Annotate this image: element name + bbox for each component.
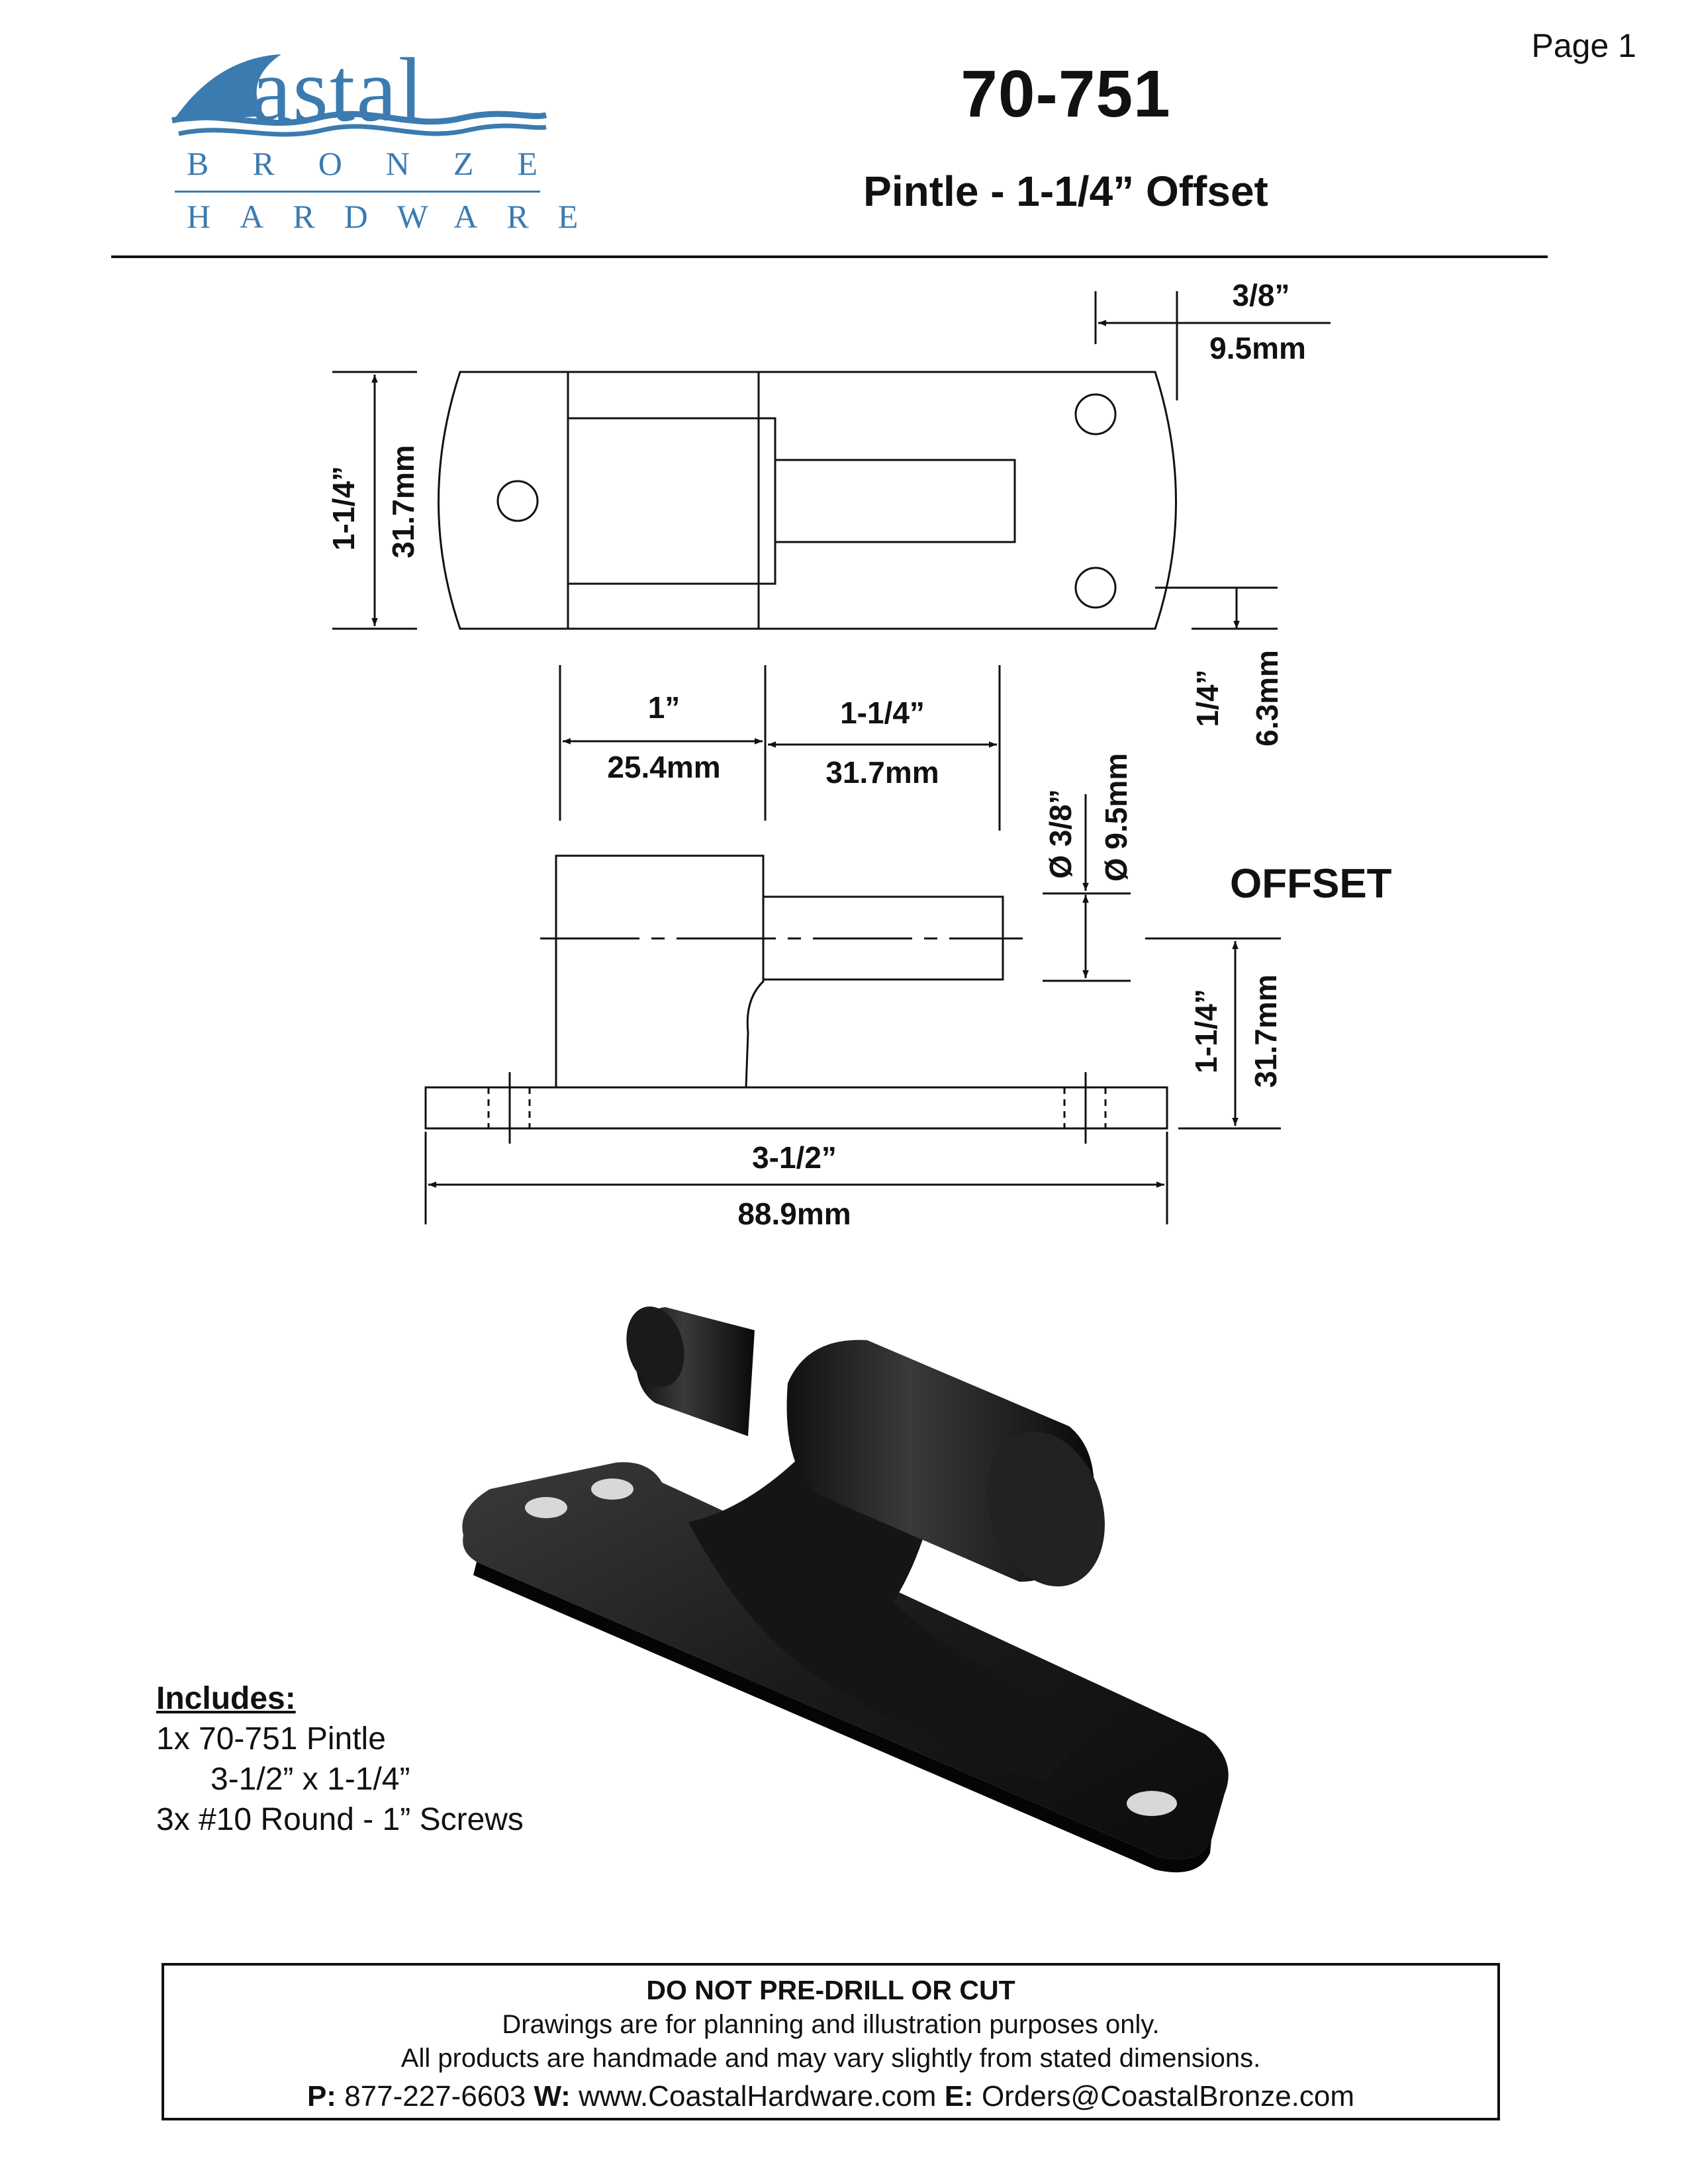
website-link[interactable]: www.CoastalHardware.com	[579, 2080, 937, 2113]
dim-top-hole-in: 3/8”	[1233, 278, 1290, 312]
plate-top-view	[438, 371, 1177, 630]
includes-item-size: 3-1/2” x 1-1/4”	[211, 1762, 410, 1797]
dim-pin-mm: 31.7mm	[825, 755, 939, 790]
includes-item-screws: 3x #10 Round - 1” Screws	[156, 1802, 524, 1837]
dim-length-mm: 88.9mm	[737, 1197, 851, 1231]
notice-box: DO NOT PRE-DRILL OR CUT Drawings are for…	[162, 1963, 1500, 2120]
phone-label: P:	[306, 2080, 336, 2113]
dim-edge-mm: 6.3mm	[1250, 650, 1284, 747]
part-number: 70-751	[961, 57, 1171, 131]
page-number: Page 1	[1531, 27, 1636, 64]
logo-hardware: HARDWARE	[187, 198, 608, 235]
dim-pin-diameter-in: Ø 3/8”	[1043, 789, 1078, 879]
part-title: Pintle - 1-1/4” Offset	[863, 167, 1268, 215]
mount-hole-left	[496, 480, 539, 522]
logo-wave-icon	[171, 54, 547, 137]
dim-barrel-mm: 25.4mm	[607, 750, 720, 784]
includes-heading: Includes:	[156, 1681, 296, 1716]
barrel-side-view	[555, 854, 765, 1088]
offset-label: OFFSET	[1230, 861, 1392, 907]
dim-pin-in: 1-1/4”	[840, 696, 925, 730]
email-label: E:	[944, 2080, 974, 2113]
includes-list: Includes: 1x 70-751 Pintle 3-1/2” x 1-1/…	[156, 1678, 524, 1840]
includes-item-pintle: 1x 70-751 Pintle	[156, 1721, 386, 1756]
dim-barrel-in: 1”	[648, 690, 680, 725]
dim-top-hole-mm: 9.5mm	[1209, 331, 1306, 365]
logo-bronze: BRONZE	[187, 145, 581, 182]
dim-offset-mm: 31.7mm	[1248, 974, 1283, 1087]
mount-hole-bottom-right	[1074, 567, 1117, 609]
notice-title: DO NOT PRE-DRILL OR CUT	[646, 1975, 1015, 2005]
base-side-view	[424, 1086, 1168, 1130]
header-rule	[111, 255, 1548, 258]
email-link[interactable]: Orders@CoastalBronze.com	[981, 2080, 1355, 2113]
technical-drawing: 1-1/4” 31.7mm 3/8” 9.5mm 1/4” 6.3mm 1” 2…	[326, 278, 1331, 1231]
web-label: W:	[534, 2080, 571, 2113]
dim-offset-in: 1-1/4”	[1189, 989, 1223, 1073]
dim-edge-in: 1/4”	[1190, 670, 1225, 727]
barrel-top-view	[567, 417, 776, 585]
phone-number[interactable]: 877-227-6603	[344, 2080, 526, 2113]
logo-wordmark: oastal	[204, 39, 425, 140]
contact-line: P: 877-227-6603 W: www.CoastalHardware.c…	[164, 2080, 1497, 2113]
product-photo	[462, 1306, 1229, 1873]
dim-height-mm: 31.7mm	[386, 445, 420, 558]
mount-hole-top-right	[1074, 393, 1117, 435]
logo-divider	[175, 191, 540, 193]
dim-length-in: 3-1/2”	[752, 1140, 837, 1175]
dim-pin-diameter-mm: Ø 9.5mm	[1099, 753, 1133, 882]
pin-top-view	[774, 459, 1016, 543]
dim-height-in: 1-1/4”	[326, 466, 361, 551]
notice-line-2: All products are handmade and may vary s…	[400, 2044, 1261, 2073]
notice-line-1: Drawings are for planning and illustrati…	[502, 2010, 1160, 2039]
